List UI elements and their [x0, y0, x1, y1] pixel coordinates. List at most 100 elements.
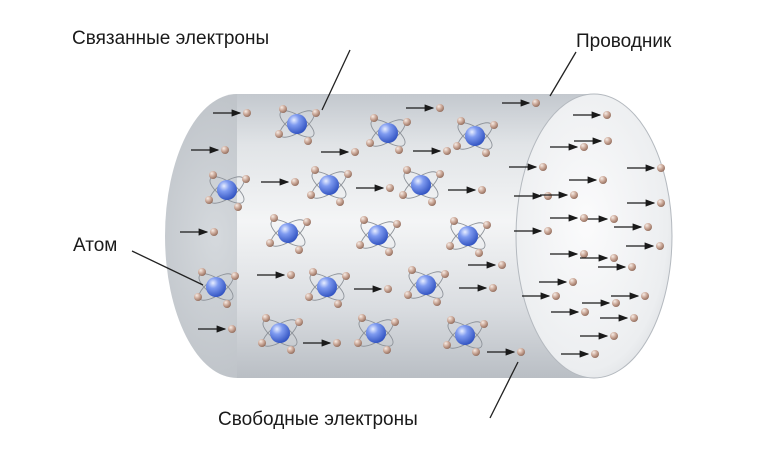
electron: [342, 272, 350, 280]
electron: [304, 137, 312, 145]
electron: [231, 272, 239, 280]
electron: [657, 199, 665, 207]
free-electrons-pointer: [489, 361, 519, 419]
electron: [457, 117, 465, 125]
electron: [403, 118, 411, 126]
electron: [408, 266, 416, 274]
electron: [433, 298, 441, 306]
electron: [436, 104, 444, 112]
electron: [351, 148, 359, 156]
electron: [354, 339, 362, 347]
electron: [580, 143, 588, 151]
electron: [483, 221, 491, 229]
atom-nucleus: [287, 114, 307, 134]
bound-electrons-pointer: [321, 49, 351, 111]
electron: [657, 164, 665, 172]
electron: [441, 270, 449, 278]
electron: [580, 250, 588, 258]
electron: [603, 111, 611, 119]
electron: [443, 147, 451, 155]
electron: [334, 300, 342, 308]
electron: [358, 314, 366, 322]
atom-nucleus: [465, 126, 485, 146]
electron: [309, 268, 317, 276]
electron: [480, 320, 488, 328]
electron: [307, 191, 315, 199]
atom-nucleus: [278, 223, 298, 243]
electron: [205, 196, 213, 204]
electron: [532, 99, 540, 107]
electron: [266, 239, 274, 247]
electron: [223, 300, 231, 308]
electron: [604, 137, 612, 145]
atom-nucleus: [366, 323, 386, 343]
cylinder-face: [515, 93, 673, 379]
atom-nucleus: [368, 225, 388, 245]
electron: [482, 149, 490, 157]
electron: [399, 191, 407, 199]
electron: [303, 218, 311, 226]
electron: [569, 278, 577, 286]
electron: [498, 261, 506, 269]
atom-nucleus: [319, 175, 339, 195]
electron: [517, 348, 525, 356]
label-conductor: Проводник: [576, 31, 672, 52]
electron: [333, 339, 341, 347]
atom-nucleus: [378, 123, 398, 143]
electron: [275, 130, 283, 138]
electron: [436, 170, 444, 178]
particles: [180, 99, 665, 358]
electron: [270, 214, 278, 222]
electron: [580, 214, 588, 222]
electron: [404, 291, 412, 299]
atom-nucleus: [411, 175, 431, 195]
electron: [258, 339, 266, 347]
electron: [194, 293, 202, 301]
electron: [403, 166, 411, 174]
electron: [610, 254, 618, 262]
electron: [539, 163, 547, 171]
electron: [395, 146, 403, 154]
electron: [443, 341, 451, 349]
electron: [630, 314, 638, 322]
atom-nucleus: [416, 275, 436, 295]
electron: [295, 246, 303, 254]
electron: [311, 166, 319, 174]
electron: [612, 299, 620, 307]
electron: [384, 285, 392, 293]
electron: [599, 176, 607, 184]
electron: [386, 184, 394, 192]
electron: [366, 139, 374, 147]
electron: [428, 198, 436, 206]
electron: [628, 263, 636, 271]
electron: [544, 192, 552, 200]
electron: [291, 178, 299, 186]
electron: [581, 308, 589, 316]
electron: [243, 109, 251, 117]
label-bound-electrons: Связанные электроны: [72, 28, 270, 49]
electron: [544, 227, 552, 235]
electron: [450, 217, 458, 225]
electron: [287, 271, 295, 279]
electron: [221, 146, 229, 154]
electron: [228, 325, 236, 333]
electron: [552, 292, 560, 300]
electron: [234, 203, 242, 211]
electron: [295, 318, 303, 326]
electron: [391, 318, 399, 326]
atom-nucleus: [455, 325, 475, 345]
electron: [641, 292, 649, 300]
electron: [279, 105, 287, 113]
label-free-electrons: Свободные электроны: [218, 409, 418, 430]
electron: [610, 215, 618, 223]
electron: [489, 284, 497, 292]
electron: [370, 114, 378, 122]
conductor-pointer: [549, 51, 577, 97]
atom-nucleus: [217, 180, 237, 200]
electron: [210, 228, 218, 236]
electron: [360, 216, 368, 224]
electron: [383, 346, 391, 354]
atom-nucleus: [317, 277, 337, 297]
